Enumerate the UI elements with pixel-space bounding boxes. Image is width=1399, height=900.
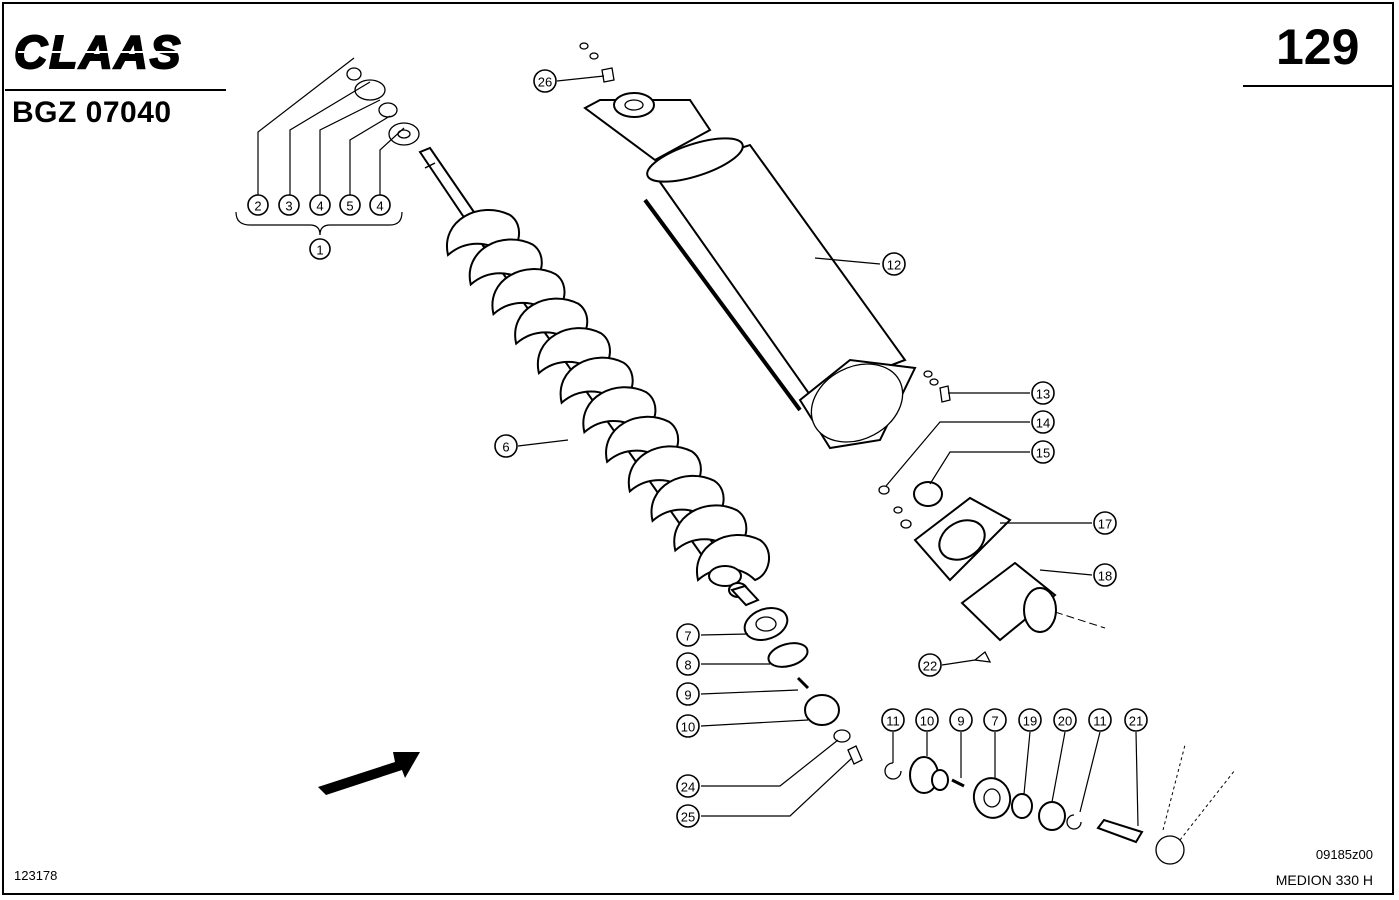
svg-text:6: 6 bbox=[502, 440, 509, 455]
callout-24: 24 bbox=[676, 774, 700, 798]
svg-text:1: 1 bbox=[316, 243, 323, 258]
callout-bubbles: 2 3 4 5 4 1 26 12 6 13 14 15 17 18 22 7 … bbox=[247, 69, 1148, 828]
svg-text:9: 9 bbox=[957, 714, 964, 729]
callout-7: 7 bbox=[676, 623, 700, 647]
callout-20: 20 bbox=[1053, 708, 1077, 732]
svg-text:10: 10 bbox=[920, 714, 934, 729]
callout-15: 15 bbox=[1031, 440, 1055, 464]
callout-22: 22 bbox=[918, 653, 942, 677]
machine-model: MEDION 330 H bbox=[1275, 872, 1373, 888]
svg-text:4: 4 bbox=[316, 199, 323, 214]
doc-number: BGZ 07040 bbox=[12, 96, 172, 129]
callout-4: 4 bbox=[369, 194, 391, 216]
drawing-ref-left: 123178 bbox=[14, 868, 58, 883]
svg-text:3: 3 bbox=[285, 199, 292, 214]
arrow-icon bbox=[318, 752, 420, 795]
leader-lines bbox=[235, 57, 1139, 827]
callout-25: 25 bbox=[676, 804, 700, 828]
callout-9: 9 bbox=[676, 682, 700, 706]
svg-text:2: 2 bbox=[254, 199, 261, 214]
callout-5: 5 bbox=[339, 194, 361, 216]
callout-11: 11 bbox=[881, 708, 905, 732]
callout-11: 11 bbox=[1088, 708, 1112, 732]
callout-26: 26 bbox=[533, 69, 557, 93]
bearing-housing-parts bbox=[878, 370, 1106, 663]
callout-2: 2 bbox=[247, 194, 269, 216]
svg-text:24: 24 bbox=[681, 780, 695, 795]
svg-text:15: 15 bbox=[1036, 446, 1050, 461]
svg-text:17: 17 bbox=[1098, 517, 1112, 532]
lower-bearing-parts bbox=[743, 607, 863, 765]
claas-logo: CLAAS bbox=[13, 25, 228, 79]
svg-text:11: 11 bbox=[1093, 714, 1107, 729]
page-number: 129 bbox=[1276, 19, 1360, 75]
callout-14: 14 bbox=[1031, 410, 1055, 434]
svg-text:7: 7 bbox=[991, 714, 998, 729]
drive-shaft-parts bbox=[884, 744, 1236, 865]
svg-text:14: 14 bbox=[1036, 416, 1050, 431]
svg-text:21: 21 bbox=[1129, 714, 1143, 729]
callout-10: 10 bbox=[915, 708, 939, 732]
svg-text:10: 10 bbox=[681, 720, 695, 735]
callout-6: 6 bbox=[494, 434, 518, 458]
callout-13: 13 bbox=[1031, 381, 1055, 405]
svg-text:8: 8 bbox=[684, 658, 691, 673]
svg-text:19: 19 bbox=[1023, 714, 1037, 729]
svg-text:22: 22 bbox=[923, 659, 937, 674]
svg-text:7: 7 bbox=[684, 629, 691, 644]
callout-19: 19 bbox=[1018, 708, 1042, 732]
auger-flighting bbox=[445, 209, 770, 582]
auger-tube-housing bbox=[583, 92, 917, 450]
callout-4: 4 bbox=[309, 194, 331, 216]
auger-assembly bbox=[418, 146, 770, 607]
svg-text:5: 5 bbox=[346, 199, 353, 214]
callout-18: 18 bbox=[1093, 563, 1117, 587]
svg-text:25: 25 bbox=[681, 810, 695, 825]
callout-21: 21 bbox=[1124, 708, 1148, 732]
callout-7: 7 bbox=[983, 708, 1007, 732]
drawing-ref-right: 09185z00 bbox=[1315, 847, 1373, 862]
svg-text:9: 9 bbox=[684, 688, 691, 703]
callout-17: 17 bbox=[1093, 511, 1117, 535]
callout-1: 1 bbox=[309, 238, 331, 260]
callout-12: 12 bbox=[882, 252, 906, 276]
svg-text:4: 4 bbox=[376, 199, 383, 214]
callout-10: 10 bbox=[676, 714, 700, 738]
svg-text:12: 12 bbox=[887, 258, 901, 273]
callout-8: 8 bbox=[676, 652, 700, 676]
shaft-washer-stack bbox=[346, 67, 420, 146]
svg-text:13: 13 bbox=[1036, 387, 1050, 402]
svg-text:11: 11 bbox=[886, 714, 900, 729]
top-bolt-hardware bbox=[579, 42, 615, 83]
svg-text:26: 26 bbox=[538, 75, 552, 90]
callout-3: 3 bbox=[278, 194, 300, 216]
callout-9: 9 bbox=[949, 708, 973, 732]
svg-text:20: 20 bbox=[1058, 714, 1072, 729]
svg-text:18: 18 bbox=[1098, 569, 1112, 584]
